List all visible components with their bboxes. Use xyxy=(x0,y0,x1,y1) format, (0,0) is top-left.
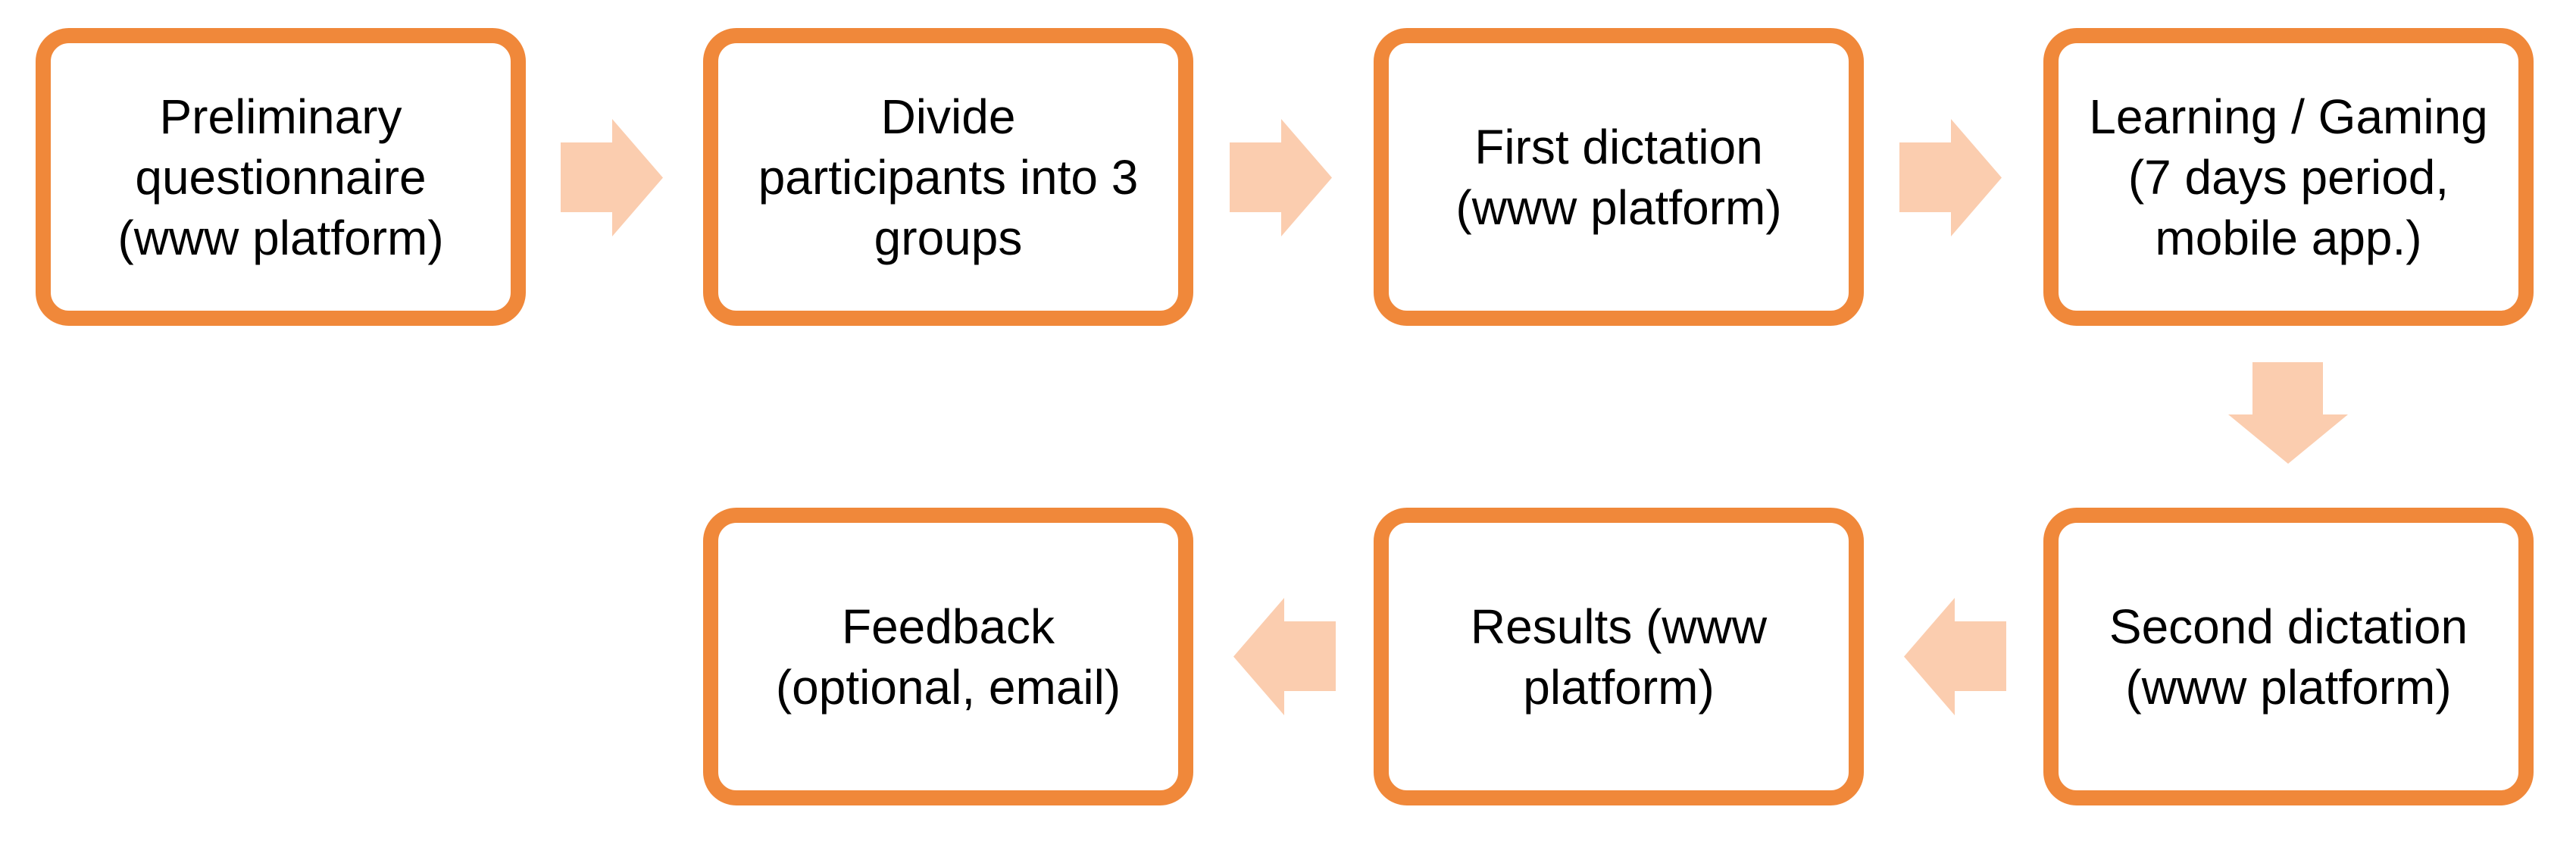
step-box-results: Results (www platform) xyxy=(1374,508,1864,805)
flow-arrow-right-2 xyxy=(1230,119,1332,236)
step-label-second-dictation: Second dictation (www platform) xyxy=(2109,599,2468,715)
flow-arrow-down-1 xyxy=(2228,362,2348,464)
flow-arrow-left-1 xyxy=(1904,598,2006,715)
step-box-second-dictation: Second dictation (www platform) xyxy=(2043,508,2534,805)
step-box-divide-participants: Divide participants into 3 groups xyxy=(703,28,1193,326)
step-label-learning-gaming: Learning / Gaming (7 days period, mobile… xyxy=(2089,89,2488,265)
step-label-preliminary-questionnaire: Preliminary questionnaire (www platform) xyxy=(117,89,444,265)
step-label-feedback: Feedback (optional, email) xyxy=(775,599,1121,715)
step-box-feedback: Feedback (optional, email) xyxy=(703,508,1193,805)
flow-arrow-right-3 xyxy=(1899,119,2002,236)
step-label-divide-participants: Divide participants into 3 groups xyxy=(758,89,1139,265)
flow-arrow-right-1 xyxy=(561,119,663,236)
flow-arrow-left-2 xyxy=(1233,598,1336,715)
step-label-first-dictation: First dictation (www platform) xyxy=(1455,119,1782,235)
step-label-results: Results (www platform) xyxy=(1470,599,1768,715)
step-box-preliminary-questionnaire: Preliminary questionnaire (www platform) xyxy=(36,28,526,326)
step-box-learning-gaming: Learning / Gaming (7 days period, mobile… xyxy=(2043,28,2534,326)
step-box-first-dictation: First dictation (www platform) xyxy=(1374,28,1864,326)
